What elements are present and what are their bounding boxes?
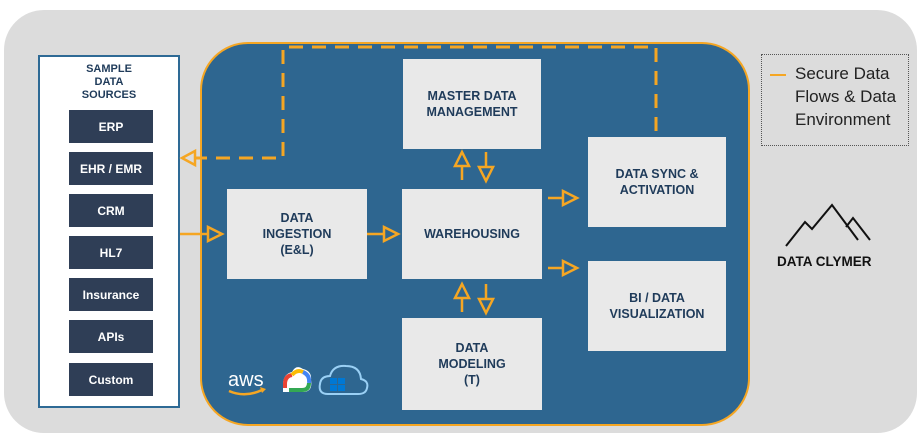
arrowhead-sources-to-ingestion	[206, 224, 225, 244]
warehousing-box: WAREHOUSING	[402, 189, 542, 279]
arrowhead-master-up	[452, 149, 472, 168]
google-cloud-icon	[283, 367, 312, 392]
source-erp: ERP	[69, 110, 153, 143]
svg-text:aws: aws	[228, 369, 264, 391]
legend-box: Secure Data Flows & Data Environment	[761, 54, 909, 146]
source-custom: Custom	[69, 363, 153, 396]
source-insurance: Insurance	[69, 278, 153, 311]
arrowhead-warehousing-to-bi	[561, 258, 580, 278]
legend-text: Secure Data Flows & Data Environment	[795, 64, 897, 129]
arrowhead-dashed-end	[179, 148, 197, 168]
data-modeling-box: DATA MODELING (T)	[402, 318, 542, 410]
arrowhead-ingestion-to-warehousing	[382, 224, 401, 244]
bi-data-visualization-box: BI / DATA VISUALIZATION	[588, 261, 726, 351]
secure-dashed-flow	[195, 45, 658, 160]
source-crm: CRM	[69, 194, 153, 227]
source-apis: APIs	[69, 320, 153, 353]
arrowhead-modeling-down	[476, 297, 496, 316]
data-ingestion-box: DATA INGESTION (E&L)	[227, 189, 367, 279]
aws-logo: aws	[228, 369, 266, 396]
source-hl7: HL7	[69, 236, 153, 269]
master-data-management-box: MASTER DATA MANAGEMENT	[403, 59, 541, 149]
arrowhead-master-down	[476, 165, 496, 184]
source-ehr-emr: EHR / EMR	[69, 152, 153, 185]
arrowhead-warehousing-to-sync	[561, 188, 580, 208]
sources-title: SAMPLE DATA SOURCES	[81, 63, 137, 101]
azure-cloud-icon	[318, 364, 369, 395]
data-clymer-logo-text: DATA CLYMER	[777, 254, 872, 269]
sample-data-sources-panel: SAMPLE DATA SOURCES ERP EHR / EMR CRM HL…	[38, 55, 180, 408]
data-sync-activation-box: DATA SYNC & ACTIVATION	[588, 137, 726, 227]
legend-dash-swatch	[770, 74, 786, 76]
data-clymer-mountain-logo	[785, 203, 871, 247]
arrowhead-modeling-up	[452, 281, 472, 300]
